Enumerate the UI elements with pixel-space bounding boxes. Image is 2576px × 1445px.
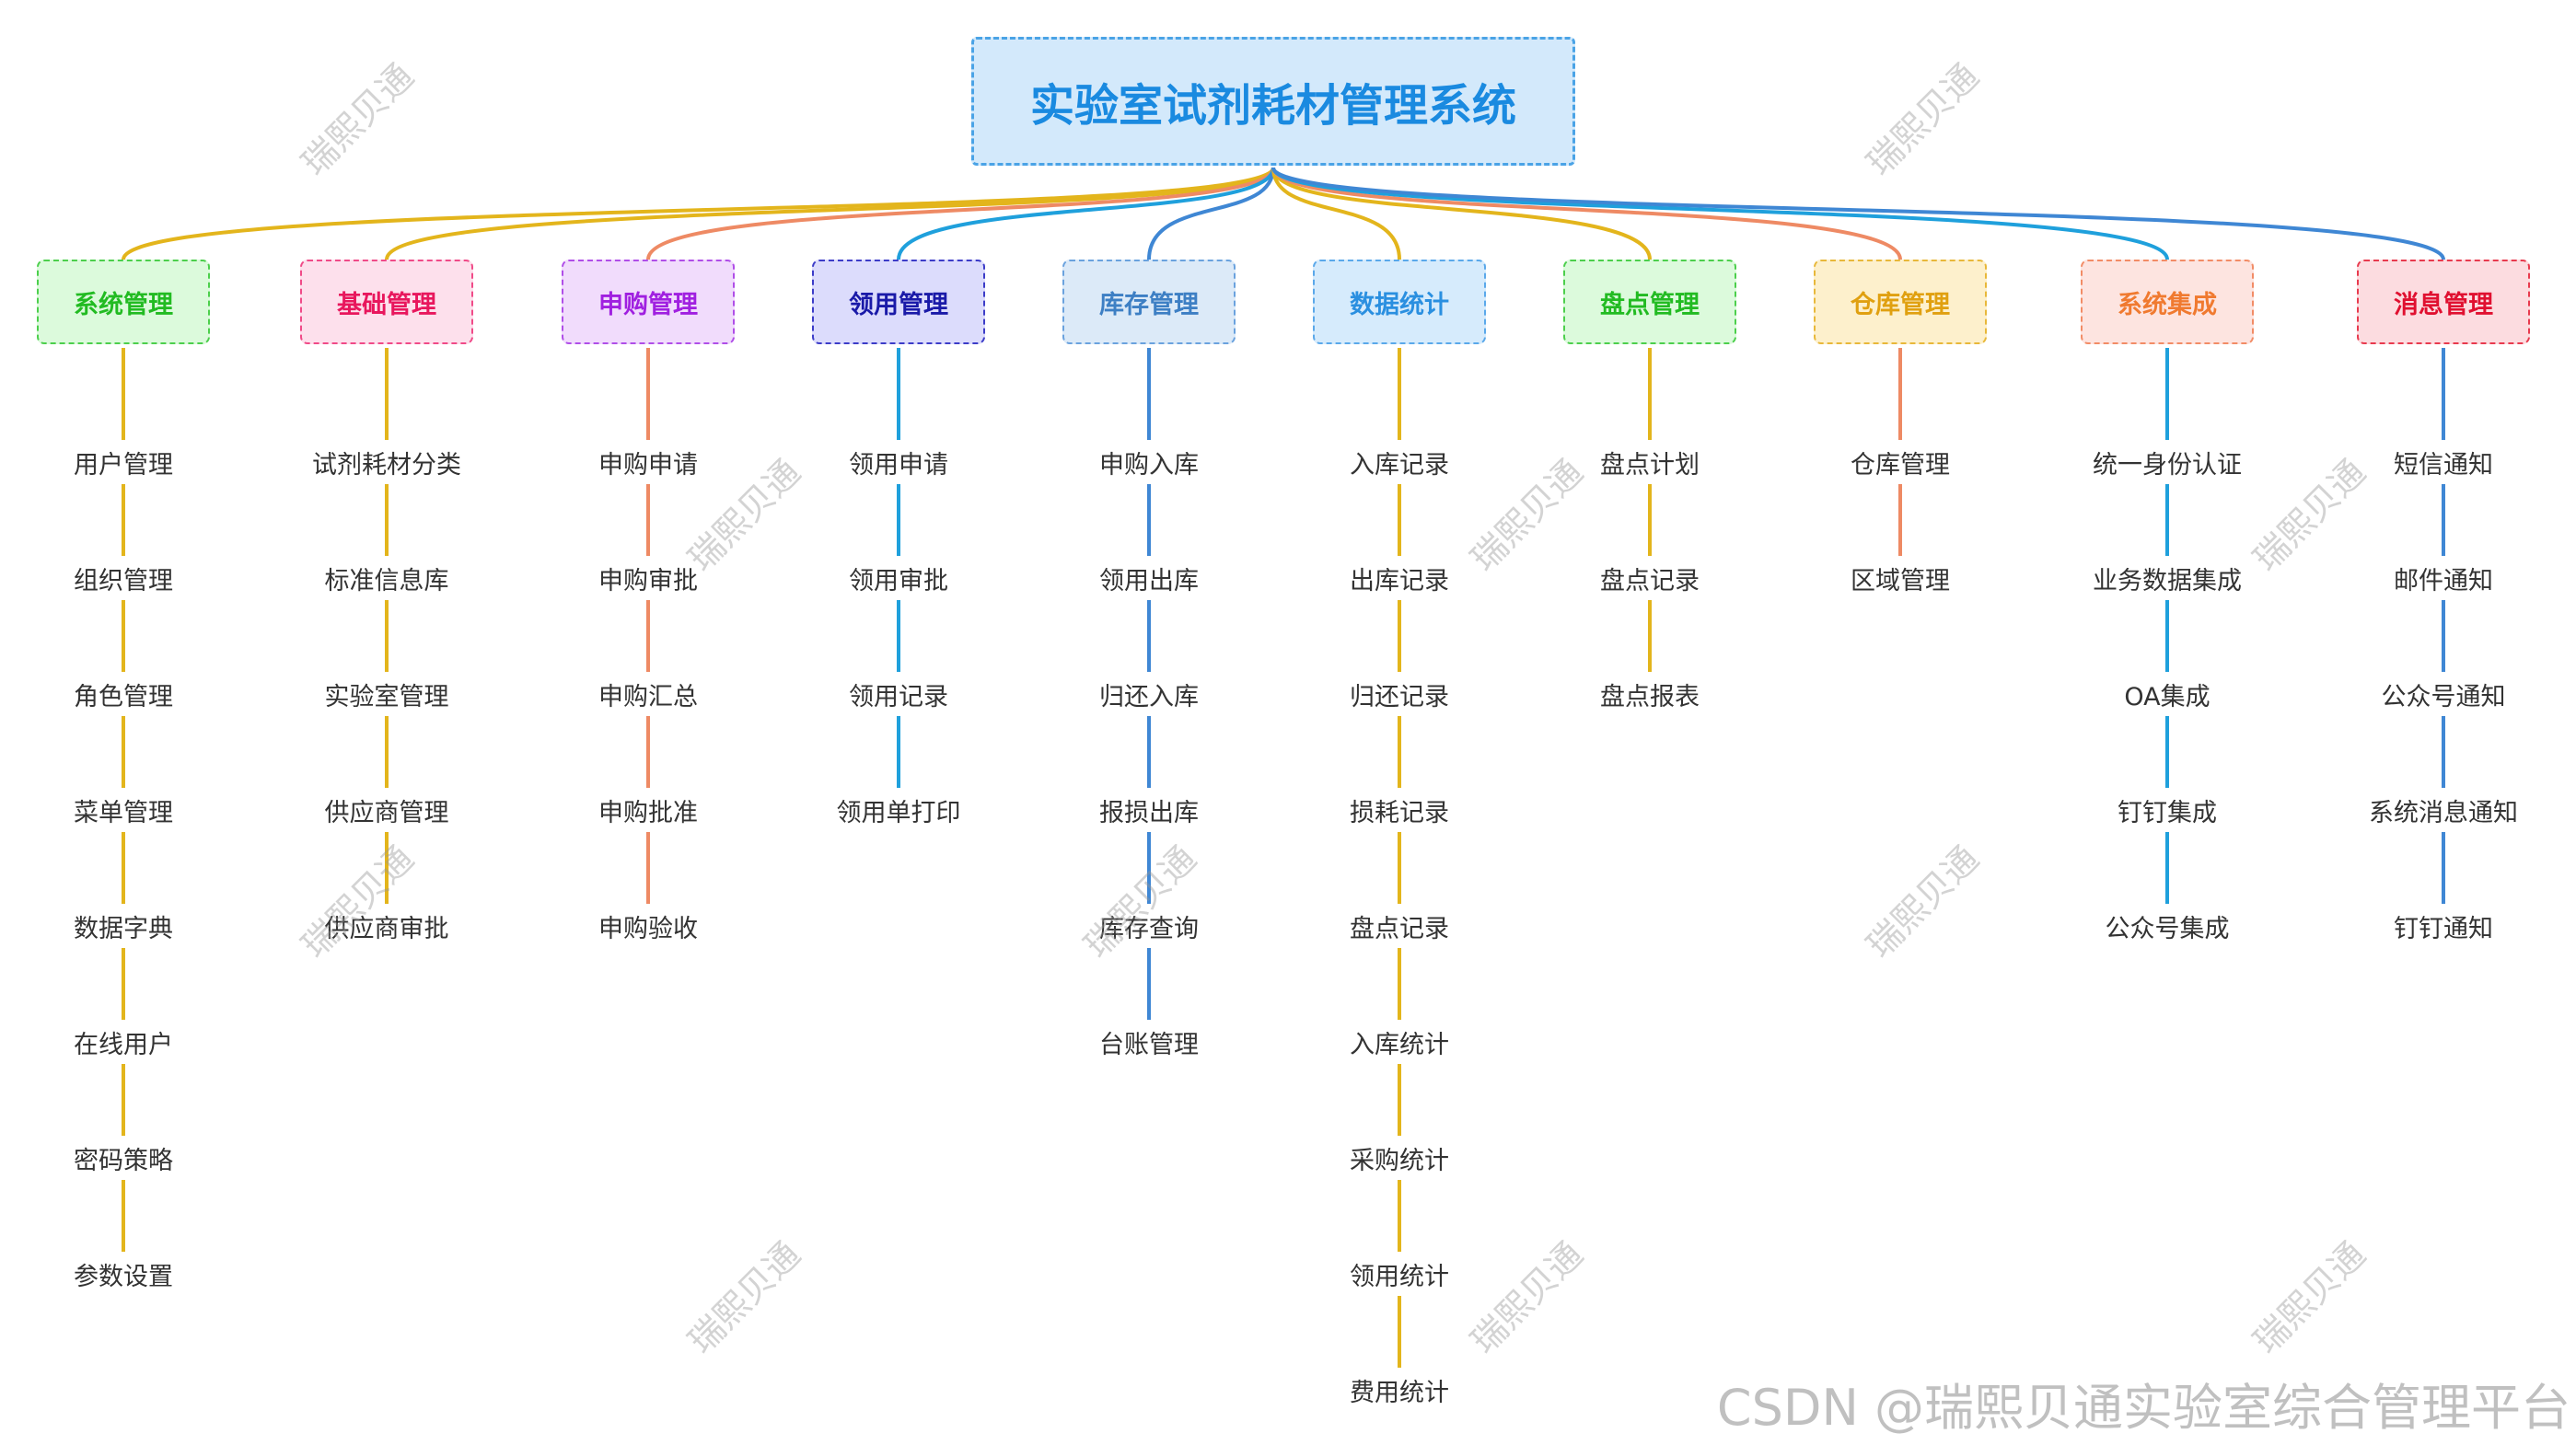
leaf-node: 钉钉通知 (2394, 914, 2493, 943)
leaf-node: 业务数据集成 (2093, 566, 2242, 595)
leaf-node: 数据字典 (74, 914, 173, 943)
branch-node: 数据统计 (1313, 260, 1486, 344)
leaf-node: 采购统计 (1350, 1146, 1449, 1175)
leaf-node: 菜单管理 (74, 798, 173, 827)
leaf-node: 领用记录 (849, 682, 948, 711)
leaf-node: 费用统计 (1350, 1378, 1449, 1407)
leaf-node: 实验室管理 (324, 682, 449, 711)
leaf-node: 领用申请 (849, 450, 948, 480)
leaf-node: 领用单打印 (836, 798, 961, 827)
leaf-node: 盘点记录 (1350, 914, 1449, 943)
branch-node: 消息管理 (2357, 260, 2530, 344)
leaf-node: 标准信息库 (324, 566, 449, 595)
branch-node: 领用管理 (812, 260, 985, 344)
leaf-node: 试剂耗材分类 (312, 450, 461, 480)
branch-node: 仓库管理 (1814, 260, 1987, 344)
leaf-node: 领用统计 (1350, 1262, 1449, 1291)
leaf-node: 仓库管理 (1851, 450, 1950, 480)
branch-node: 盘点管理 (1563, 260, 1736, 344)
leaf-node: 密码策略 (74, 1146, 173, 1175)
leaf-node: 供应商管理 (324, 798, 449, 827)
branch-connector (1271, 167, 2169, 260)
leaf-node: 申购批准 (598, 798, 698, 827)
leaf-node: 申购汇总 (598, 682, 698, 711)
leaf-node: 申购入库 (1099, 450, 1199, 480)
leaf-node: 公众号集成 (2105, 914, 2230, 943)
leaf-node: 库存查询 (1099, 914, 1199, 943)
leaf-node: 申购申请 (598, 450, 698, 480)
branch-node: 库存管理 (1062, 260, 1236, 344)
leaf-node: 台账管理 (1099, 1030, 1199, 1059)
leaf-node: 领用出库 (1099, 566, 1199, 595)
branch-connector (385, 167, 1275, 260)
leaf-node: 公众号通知 (2381, 682, 2506, 711)
leaf-node: 短信通知 (2394, 450, 2493, 480)
leaf-node: 申购验收 (598, 914, 698, 943)
leaf-node: 钉钉集成 (2118, 798, 2217, 827)
branch-connector (1271, 167, 1401, 260)
leaf-node: 损耗记录 (1350, 798, 1449, 827)
branch-connector (1271, 167, 1902, 260)
branch-connector (1271, 167, 2445, 260)
leaf-node: 供应商审批 (324, 914, 449, 943)
leaf-node: 入库记录 (1350, 450, 1449, 480)
branch-connector (646, 167, 1275, 260)
leaf-node: 参数设置 (74, 1262, 173, 1291)
leaf-node: 入库统计 (1350, 1030, 1449, 1059)
branch-connector (1147, 167, 1275, 260)
leaf-node: 用户管理 (74, 450, 173, 480)
leaf-node: 报损出库 (1099, 798, 1199, 827)
leaf-node: 盘点报表 (1600, 682, 1700, 711)
leaf-node: 盘点计划 (1600, 450, 1700, 480)
footer-credit: CSDN @瑞熙贝通实验室综合管理平台 (1716, 1379, 2570, 1437)
leaf-node: 在线用户 (74, 1030, 173, 1059)
leaf-node: 归还记录 (1350, 682, 1449, 711)
root-node-title: 实验室试剂耗材管理系统 (971, 37, 1575, 166)
leaf-node: 盘点记录 (1600, 566, 1700, 595)
branch-connector (897, 167, 1275, 260)
leaf-node: 统一身份认证 (2093, 450, 2242, 480)
leaf-node: OA集成 (2124, 682, 2210, 711)
leaf-node: 出库记录 (1350, 566, 1449, 595)
leaf-node: 邮件通知 (2394, 566, 2493, 595)
branch-node: 申购管理 (562, 260, 735, 344)
branch-node: 基础管理 (300, 260, 473, 344)
branch-node: 系统集成 (2081, 260, 2254, 344)
branch-connector (1271, 167, 1652, 260)
leaf-node: 归还入库 (1099, 682, 1199, 711)
leaf-node: 系统消息通知 (2369, 798, 2518, 827)
leaf-node: 区域管理 (1851, 566, 1950, 595)
leaf-node: 角色管理 (74, 682, 173, 711)
branch-connector (122, 167, 1275, 260)
leaf-node: 申购审批 (598, 566, 698, 595)
leaf-node: 组织管理 (74, 566, 173, 595)
leaf-node: 领用审批 (849, 566, 948, 595)
branch-node: 系统管理 (37, 260, 210, 344)
